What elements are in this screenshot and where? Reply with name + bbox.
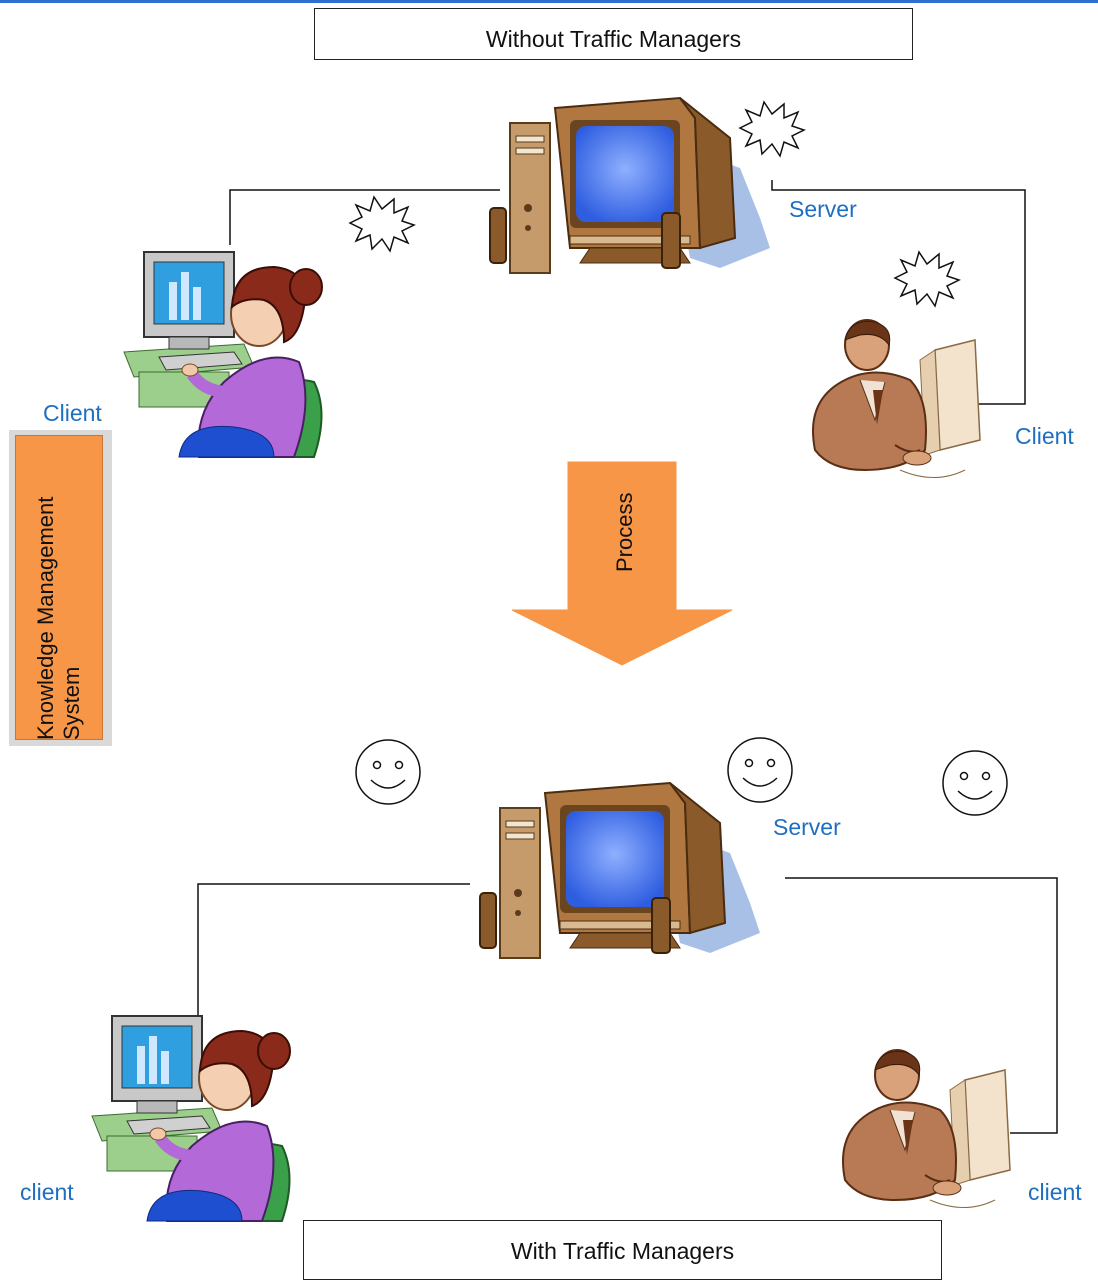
top-left-client-label: Client [43,400,102,426]
bottom-left-client-label: client [20,1179,74,1205]
side-panel [15,435,103,740]
top-right-connector [771,180,1026,405]
top-right-client-label: Client [1015,423,1074,449]
process-label: Process [612,492,637,572]
top-border-line [0,0,1098,3]
side-label: Knowledge Management System [33,496,84,740]
bottom-server-label: Server [773,814,841,840]
burst-icon-right [894,251,960,307]
smiley-icon-right [942,750,1008,816]
top-server-computer-icon [489,97,771,274]
top-right-man-client-icon [812,319,981,479]
smiley-icon-left [355,739,421,805]
bottom-title: With Traffic Managers [303,1220,942,1280]
bottom-right-connector [785,877,1058,1134]
smiley-icon-server [727,737,793,803]
bottom-left-connector [197,883,470,1035]
down-arrow-icon [511,461,733,666]
bottom-left-woman-client-icon [92,1016,290,1221]
top-server-label: Server [789,196,857,222]
bottom-right-client-label: client [1028,1179,1082,1205]
bottom-server-computer-icon [479,782,761,959]
top-title: Without Traffic Managers [314,8,913,60]
burst-icon-left [349,196,415,252]
top-left-connector [229,189,500,245]
top-left-woman-client-icon [124,252,322,457]
burst-icon-server [739,101,805,157]
bottom-right-man-client-icon [842,1049,1011,1209]
